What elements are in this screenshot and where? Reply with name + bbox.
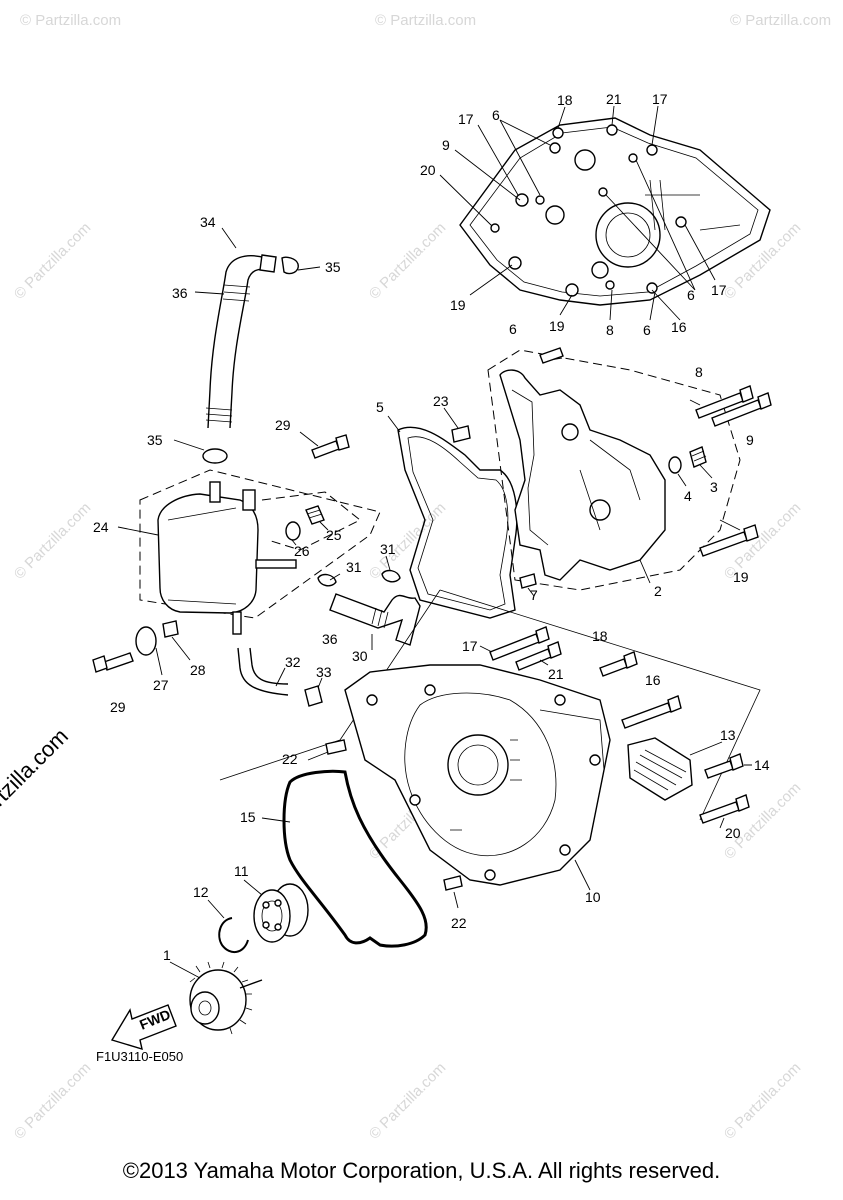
callout-10: 10 <box>585 889 601 905</box>
callout-15: 15 <box>240 809 256 825</box>
watermark: © Partzilla.com <box>721 1059 804 1142</box>
callout-28: 28 <box>190 662 206 678</box>
callout-31: 31 <box>380 541 396 557</box>
watermark: © Partzilla.com <box>20 12 121 29</box>
callout-8: 8 <box>695 364 703 380</box>
callout-11: 11 <box>234 863 249 879</box>
watermark: © Partzilla.com <box>366 499 449 582</box>
callout-16: 16 <box>671 319 687 335</box>
callout-18: 18 <box>592 628 608 644</box>
callout-36: 36 <box>172 285 188 301</box>
callout-33: 33 <box>316 664 332 680</box>
callout-23: 23 <box>433 393 449 409</box>
callout-6: 6 <box>643 322 651 338</box>
callout-20: 20 <box>420 162 436 178</box>
callout-19: 19 <box>450 297 466 313</box>
callout-6: 6 <box>492 107 500 123</box>
callout-36: 36 <box>322 631 338 647</box>
callout-21: 21 <box>548 666 564 682</box>
dowel-pins-22 <box>307 739 463 909</box>
callout-27: 27 <box>153 677 169 693</box>
callout-19: 19 <box>549 318 565 334</box>
watermark: © Partzilla.com <box>366 1059 449 1142</box>
callout-24: 24 <box>93 519 109 535</box>
crankcase-top-view <box>439 105 771 321</box>
watermark: © Partzilla.com <box>11 219 94 302</box>
crankcase-cover <box>219 589 761 891</box>
watermark: © Partzilla.com <box>375 12 476 29</box>
callout-17: 17 <box>458 111 474 127</box>
dowel-pin <box>443 407 471 443</box>
callout-6: 6 <box>509 321 517 337</box>
watermarks: © Partzilla.com © Partzilla.com © Partzi… <box>11 12 831 1143</box>
callout-29: 29 <box>275 417 291 433</box>
callout-3: 3 <box>710 479 718 495</box>
breather-hose <box>194 227 321 429</box>
bolts-29 <box>92 431 350 673</box>
crankcase-cover-assembly <box>487 347 772 597</box>
callout-35: 35 <box>147 432 163 448</box>
callout-18: 18 <box>557 92 573 108</box>
callout-19: 19 <box>733 569 749 585</box>
callout-6: 6 <box>687 287 695 303</box>
fwd-arrow: FWD <box>110 1004 177 1051</box>
callout-14: 14 <box>754 757 770 773</box>
callout-17: 17 <box>652 91 668 107</box>
callout-35: 35 <box>325 259 341 275</box>
lower-hose <box>317 555 421 650</box>
callout-32: 32 <box>285 654 301 670</box>
callout-labels: 18 21 17 6 17 9 20 6 17 19 19 8 6 16 1 2… <box>93 91 770 963</box>
callout-4: 4 <box>684 488 692 504</box>
strainer-cover <box>627 737 752 829</box>
gear <box>169 961 263 1035</box>
watermark: © Partzilla.com <box>11 1059 94 1142</box>
union-parts <box>135 620 191 676</box>
callout-20: 20 <box>725 825 741 841</box>
grommet-parts <box>261 491 361 551</box>
callout-7: 7 <box>530 587 538 603</box>
callout-25: 25 <box>326 527 342 543</box>
callout-34: 34 <box>200 214 216 230</box>
callout-29: 29 <box>110 699 126 715</box>
callout-5: 5 <box>376 399 384 415</box>
callout-13: 13 <box>720 727 736 743</box>
callout-21: 21 <box>606 91 622 107</box>
callout-26: 26 <box>294 543 310 559</box>
callout-30: 30 <box>352 648 368 664</box>
diagram-code: F1U3110-E050 <box>96 1049 184 1064</box>
callout-9: 9 <box>442 137 450 153</box>
callout-16: 16 <box>645 672 661 688</box>
callout-17: 17 <box>462 638 478 654</box>
watermark: © Partzilla.com <box>11 499 94 582</box>
callout-22: 22 <box>451 915 467 931</box>
cover-bolts <box>479 626 682 729</box>
bearing <box>243 879 309 943</box>
circlip <box>207 899 249 953</box>
callout-1: 1 <box>163 947 171 963</box>
copyright: ©2013 Yamaha Motor Corporation, U.S.A. A… <box>122 1158 721 1183</box>
gasket <box>387 415 518 619</box>
watermark: © Partzilla.com <box>366 219 449 302</box>
breather-box <box>117 439 381 635</box>
callout-12: 12 <box>193 884 209 900</box>
callout-2: 2 <box>654 583 662 599</box>
callout-8: 8 <box>606 322 614 338</box>
small-hose <box>237 647 323 707</box>
watermark: © Partzilla.com <box>730 12 831 29</box>
callout-31: 31 <box>346 559 362 575</box>
o-ring <box>261 769 428 948</box>
callout-17: 17 <box>711 282 727 298</box>
callout-9: 9 <box>746 432 754 448</box>
watermark: © Partzilla.com <box>721 779 804 862</box>
callout-22: 22 <box>282 751 298 767</box>
